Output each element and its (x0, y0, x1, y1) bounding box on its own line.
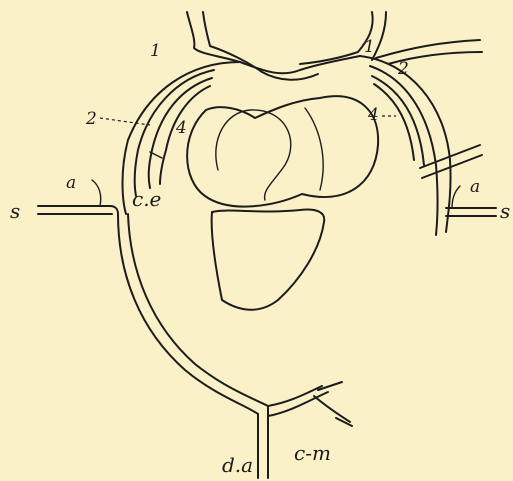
ventricle (212, 210, 325, 310)
label-da: d.a (222, 453, 253, 477)
label-arch-2-left: 2 (85, 109, 97, 129)
label-s-right: s (500, 199, 510, 223)
label-arch-1-right: 1 (364, 37, 375, 57)
left-hook-a (92, 180, 101, 206)
label-s-left: s (10, 199, 20, 223)
left-subclavian (38, 206, 118, 214)
label-arch-1-left: 1 (150, 41, 161, 61)
right-hook-a (452, 186, 460, 208)
right-arch-4 (374, 84, 414, 160)
left-dorsal-aorta-outer (118, 214, 258, 414)
cm-branch-lower (314, 396, 350, 422)
label-ce: c.e (132, 187, 161, 211)
heart-inner-fold (305, 108, 323, 190)
label-arch-4-left: 4 (175, 118, 187, 138)
arch-2-leader (100, 118, 150, 125)
label-arch-2-right: 2 (397, 59, 409, 79)
label-cm: c-m (294, 441, 331, 465)
heart-inner-loop (216, 110, 291, 200)
right-arch-2 (370, 66, 438, 235)
left-arch-2 (135, 70, 214, 196)
label-arch-4-right: 4 (367, 105, 379, 125)
dorsal-aorta-trunk (258, 406, 268, 478)
label-a-right: a (470, 177, 480, 197)
label-a-left: a (66, 173, 76, 193)
right-subclavian (446, 208, 496, 216)
